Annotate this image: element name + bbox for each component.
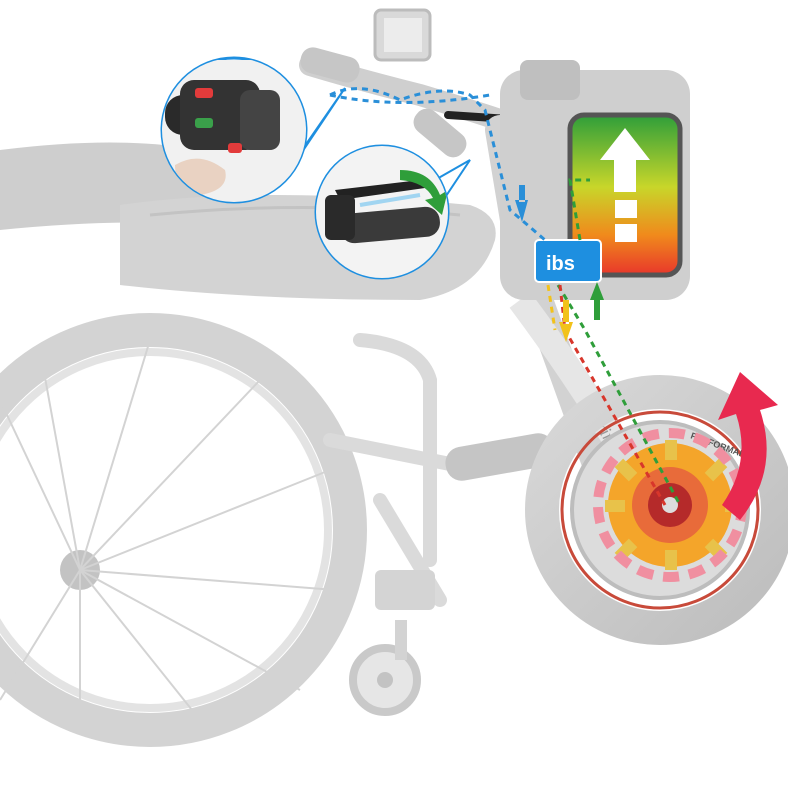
green-button	[195, 118, 213, 128]
rear-wheel-tire	[0, 330, 350, 730]
footrest	[375, 570, 435, 610]
level-block-2	[615, 224, 637, 242]
button-pad	[240, 90, 280, 150]
level-block-1	[615, 200, 637, 218]
wheelchair	[0, 143, 557, 731]
red-button-2	[228, 143, 242, 153]
red-button	[195, 88, 213, 98]
handbike-unit: Triride ibs PERFORMANCE	[298, 10, 778, 628]
controller-logo: ibs	[546, 253, 575, 275]
